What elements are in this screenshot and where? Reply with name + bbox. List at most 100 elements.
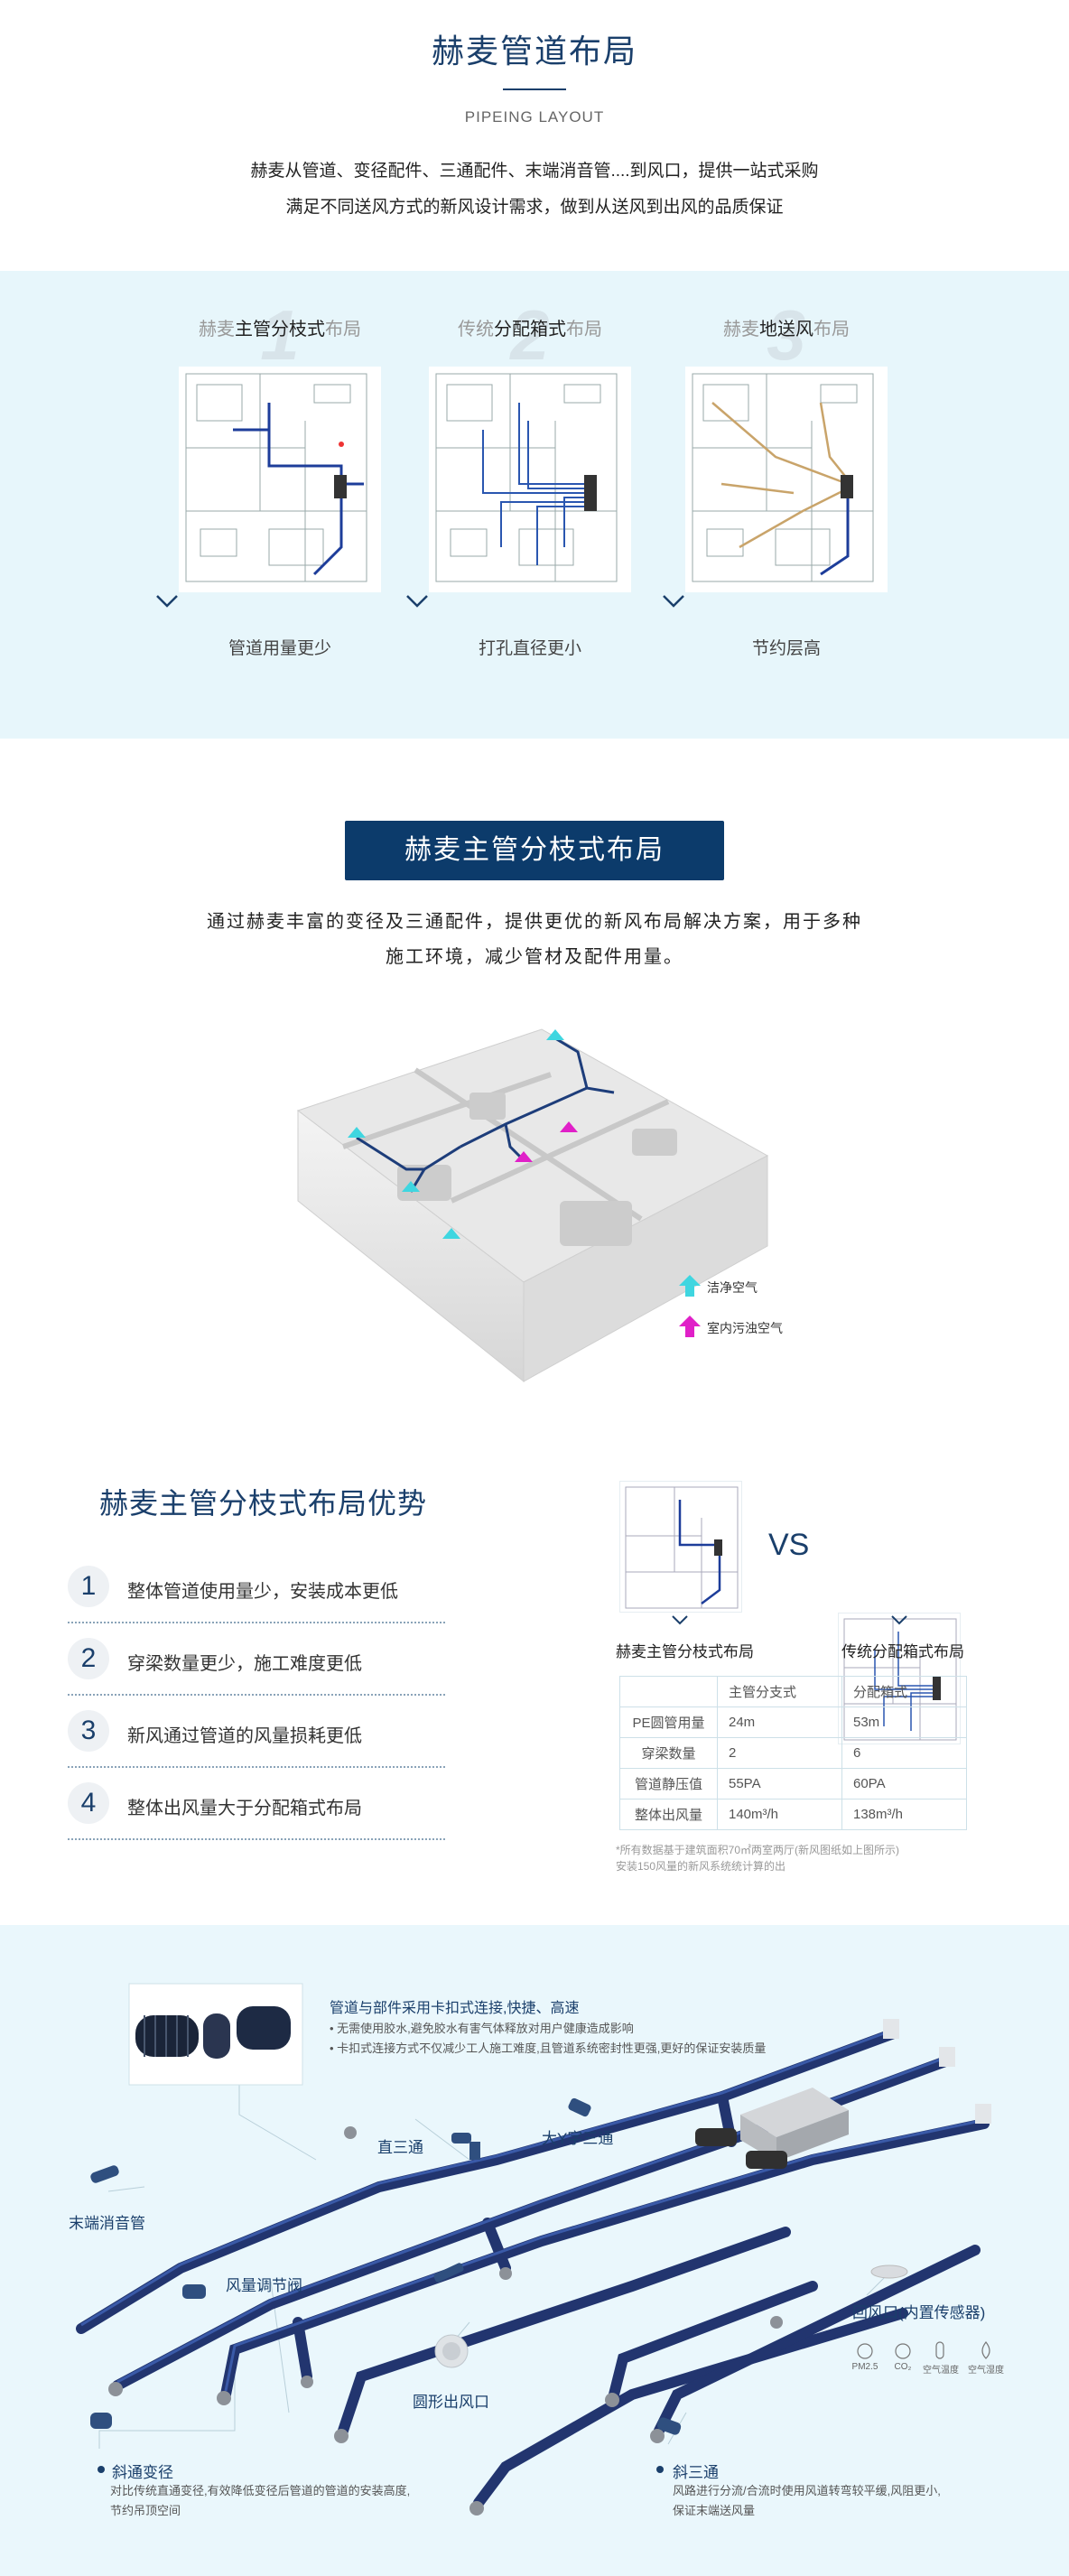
- pipe-system-illustration: [76, 1983, 991, 2516]
- heading-prefix: 传统: [458, 320, 494, 339]
- heading-suffix: 布局: [813, 320, 850, 339]
- table-row: 穿梁数量 2 6: [619, 1737, 967, 1769]
- layout-caption: 节约层高: [751, 639, 821, 658]
- table-header-cell: 主管分支式: [717, 1676, 842, 1707]
- advantage-number: 3: [68, 1710, 109, 1752]
- cell-box: 138m³/h: [841, 1799, 967, 1830]
- skew-tee-desc-1: 风路进行分流/合流时使用风道转弯较平缓,风阻更小,: [673, 2484, 941, 2497]
- chevron-down-icon: [406, 595, 428, 608]
- table-note-line-2: 安装150风量的新风系统统计算的出: [616, 1860, 786, 1873]
- advantage-number: 4: [68, 1782, 109, 1824]
- advantage-text: 整体管道使用量少，安装成本更低: [127, 1582, 398, 1602]
- page-title: 赫麦管道布局: [431, 33, 637, 70]
- row-label: 管道静压值: [619, 1768, 718, 1799]
- table-row: PE圆管用量 24m 53m: [619, 1706, 967, 1738]
- advantage-item: 2 穿梁数量更少，施工难度更低: [68, 1623, 445, 1696]
- advantage-item: 1 整体管道使用量少，安装成本更低: [68, 1551, 445, 1623]
- advantage-item: 3 新风通过管道的风量损耗更低: [68, 1696, 445, 1768]
- heading-prefix: 赫麦: [723, 320, 759, 339]
- layout-caption: 打孔直径更小: [478, 639, 581, 658]
- floorplan-image: [429, 367, 631, 592]
- page-subtitle: PIPEING LAYOUT: [464, 108, 605, 126]
- cell-branch: 55PA: [717, 1768, 842, 1799]
- label-straight-tee: 直三通: [377, 2139, 423, 2156]
- layout-heading: 3 赫麦地送风布局: [660, 295, 913, 375]
- thumb-branch-layout: [619, 1481, 742, 1613]
- chevron-down-icon: [663, 595, 684, 608]
- heading-keyword: 地送风: [759, 320, 813, 339]
- comparison-table: 主管分支式 分配箱式 PE圆管用量 24m 53m 穿梁数量 2 6 管道静压值…: [619, 1676, 967, 1830]
- cell-box: 60PA: [841, 1768, 967, 1799]
- cell-box: 53m: [841, 1706, 967, 1738]
- vs-label: VS: [768, 1528, 810, 1562]
- advantages-title: 赫麦主管分枝式布局优势: [99, 1487, 428, 1520]
- floorplan-image: [685, 367, 888, 592]
- cell-branch: 24m: [717, 1706, 842, 1738]
- pipe-system-band: 管道与部件采用卡扣式连接,快捷、高速 • 无需使用胶水,避免胶水有害气体释放对用…: [0, 1925, 1069, 2576]
- layout-heading: 1 赫麦主管分枝式布局: [153, 295, 406, 375]
- heading-keyword: 主管分枝式: [235, 320, 325, 339]
- cell-branch: 140m³/h: [717, 1799, 842, 1830]
- advantage-text: 整体出风量大于分配箱式布局: [127, 1799, 362, 1818]
- layout-number: 3: [767, 295, 806, 375]
- advantage-text: 新风通过管道的风量损耗更低: [127, 1726, 362, 1746]
- label-return-vent: 回风口(内置传感器): [852, 2304, 986, 2321]
- advantage-item: 4 整体出风量大于分配箱式布局: [68, 1768, 445, 1840]
- table-row: 整体出风量 140m³/h 138m³/h: [619, 1799, 967, 1830]
- layout-comparison-band: 1 赫麦主管分枝式布局 管道: [0, 271, 1069, 739]
- label-round-outlet: 圆形出风口: [413, 2394, 489, 2411]
- table-header-cell: 分配箱式: [841, 1676, 967, 1707]
- layout-card-branch: 1 赫麦主管分枝式布局 管道: [153, 295, 406, 659]
- label-big-y-tee: 大Y字三通: [542, 2130, 614, 2147]
- label-muffler: 末端消音管: [69, 2215, 145, 2232]
- advantage-text: 穿梁数量更少，施工难度更低: [127, 1654, 362, 1674]
- layout-number: 1: [260, 295, 300, 375]
- layout-card-floor: 3 赫麦地送风布局 节约层高: [660, 295, 913, 659]
- skew-tee-desc-2: 保证末端送风量: [673, 2504, 756, 2517]
- floorplan-image: [179, 367, 381, 592]
- branch-intro-line-1: 通过赫麦丰富的变径及三通配件，提供更优的新风布局解决方案，用于多种: [207, 912, 862, 932]
- heading-suffix: 布局: [566, 320, 602, 339]
- row-label: PE圆管用量: [619, 1706, 718, 1738]
- sensor-humidity: 空气湿度: [968, 2366, 1004, 2376]
- cell-branch: 2: [717, 1737, 842, 1769]
- dirty-air-arrow-icon: [679, 1316, 701, 1337]
- legend-clean-air: 洁净空气: [707, 1280, 758, 1295]
- table-header-row: 主管分支式 分配箱式: [619, 1676, 967, 1707]
- heading-prefix: 赫麦: [199, 320, 235, 339]
- title-divider: [503, 88, 566, 90]
- table-header-cell: [619, 1676, 718, 1707]
- table-note-line-1: *所有数据基于建筑面积70㎡两室两厅(新风图纸如上图所示): [616, 1844, 900, 1856]
- reducer-desc-1: 对比传统直通变径,有效降低变径后管道的管道的安装高度,: [110, 2484, 411, 2497]
- layout-card-box: 2 传统分配箱式布局 打孔直径更小: [404, 295, 656, 659]
- row-label: 整体出风量: [619, 1799, 718, 1830]
- chevron-down-icon: [156, 595, 178, 608]
- advantage-number: 1: [68, 1566, 109, 1607]
- intro-line-2: 满足不同送风方式的新风设计需求，做到从送风到出风的品质保证: [285, 198, 784, 217]
- sensor-temperature: 空气温度: [923, 2366, 959, 2376]
- layout-caption: 管道用量更少: [228, 639, 331, 658]
- layout-number: 2: [510, 295, 550, 375]
- chevron-down-icon: [891, 1615, 907, 1625]
- reducer-title: 斜通变径: [112, 2464, 173, 2481]
- heading-keyword: 分配箱式: [494, 320, 566, 339]
- section-banner: 赫麦主管分枝式布局: [345, 821, 724, 880]
- advantage-number: 2: [68, 1638, 109, 1679]
- legend-dirty-air: 室内污浊空气: [707, 1321, 783, 1335]
- reducer-desc-2: 节约吊顶空间: [110, 2504, 181, 2517]
- connect-bullet-2: • 卡扣式连接方式不仅减少工人施工难度,且管道系统密封性更强,更好的保证安装质量: [330, 2041, 767, 2055]
- connect-bullet-1: • 无需使用胶水,避免胶水有害气体释放对用户健康造成影响: [330, 2022, 634, 2035]
- heading-suffix: 布局: [325, 320, 361, 339]
- chevron-down-icon: [672, 1615, 688, 1625]
- compare-right-caption: 传统分配箱式布局: [841, 1643, 964, 1660]
- compare-left-caption: 赫麦主管分枝式布局: [616, 1643, 754, 1660]
- row-label: 穿梁数量: [619, 1737, 718, 1769]
- connect-title: 管道与部件采用卡扣式连接,快捷、高速: [330, 2001, 580, 2016]
- intro-line-1: 赫麦从管道、变径配件、三通配件、末端消音管....到风口，提供一站式采购: [250, 162, 819, 181]
- sensor-pm25: PM2.5: [851, 2362, 878, 2372]
- layout-heading: 2 传统分配箱式布局: [404, 295, 656, 375]
- table-row: 管道静压值 55PA 60PA: [619, 1768, 967, 1799]
- house-3d-illustration: [289, 1011, 776, 1390]
- clean-air-arrow-icon: [679, 1275, 701, 1297]
- label-damper: 风量调节阀: [226, 2277, 302, 2294]
